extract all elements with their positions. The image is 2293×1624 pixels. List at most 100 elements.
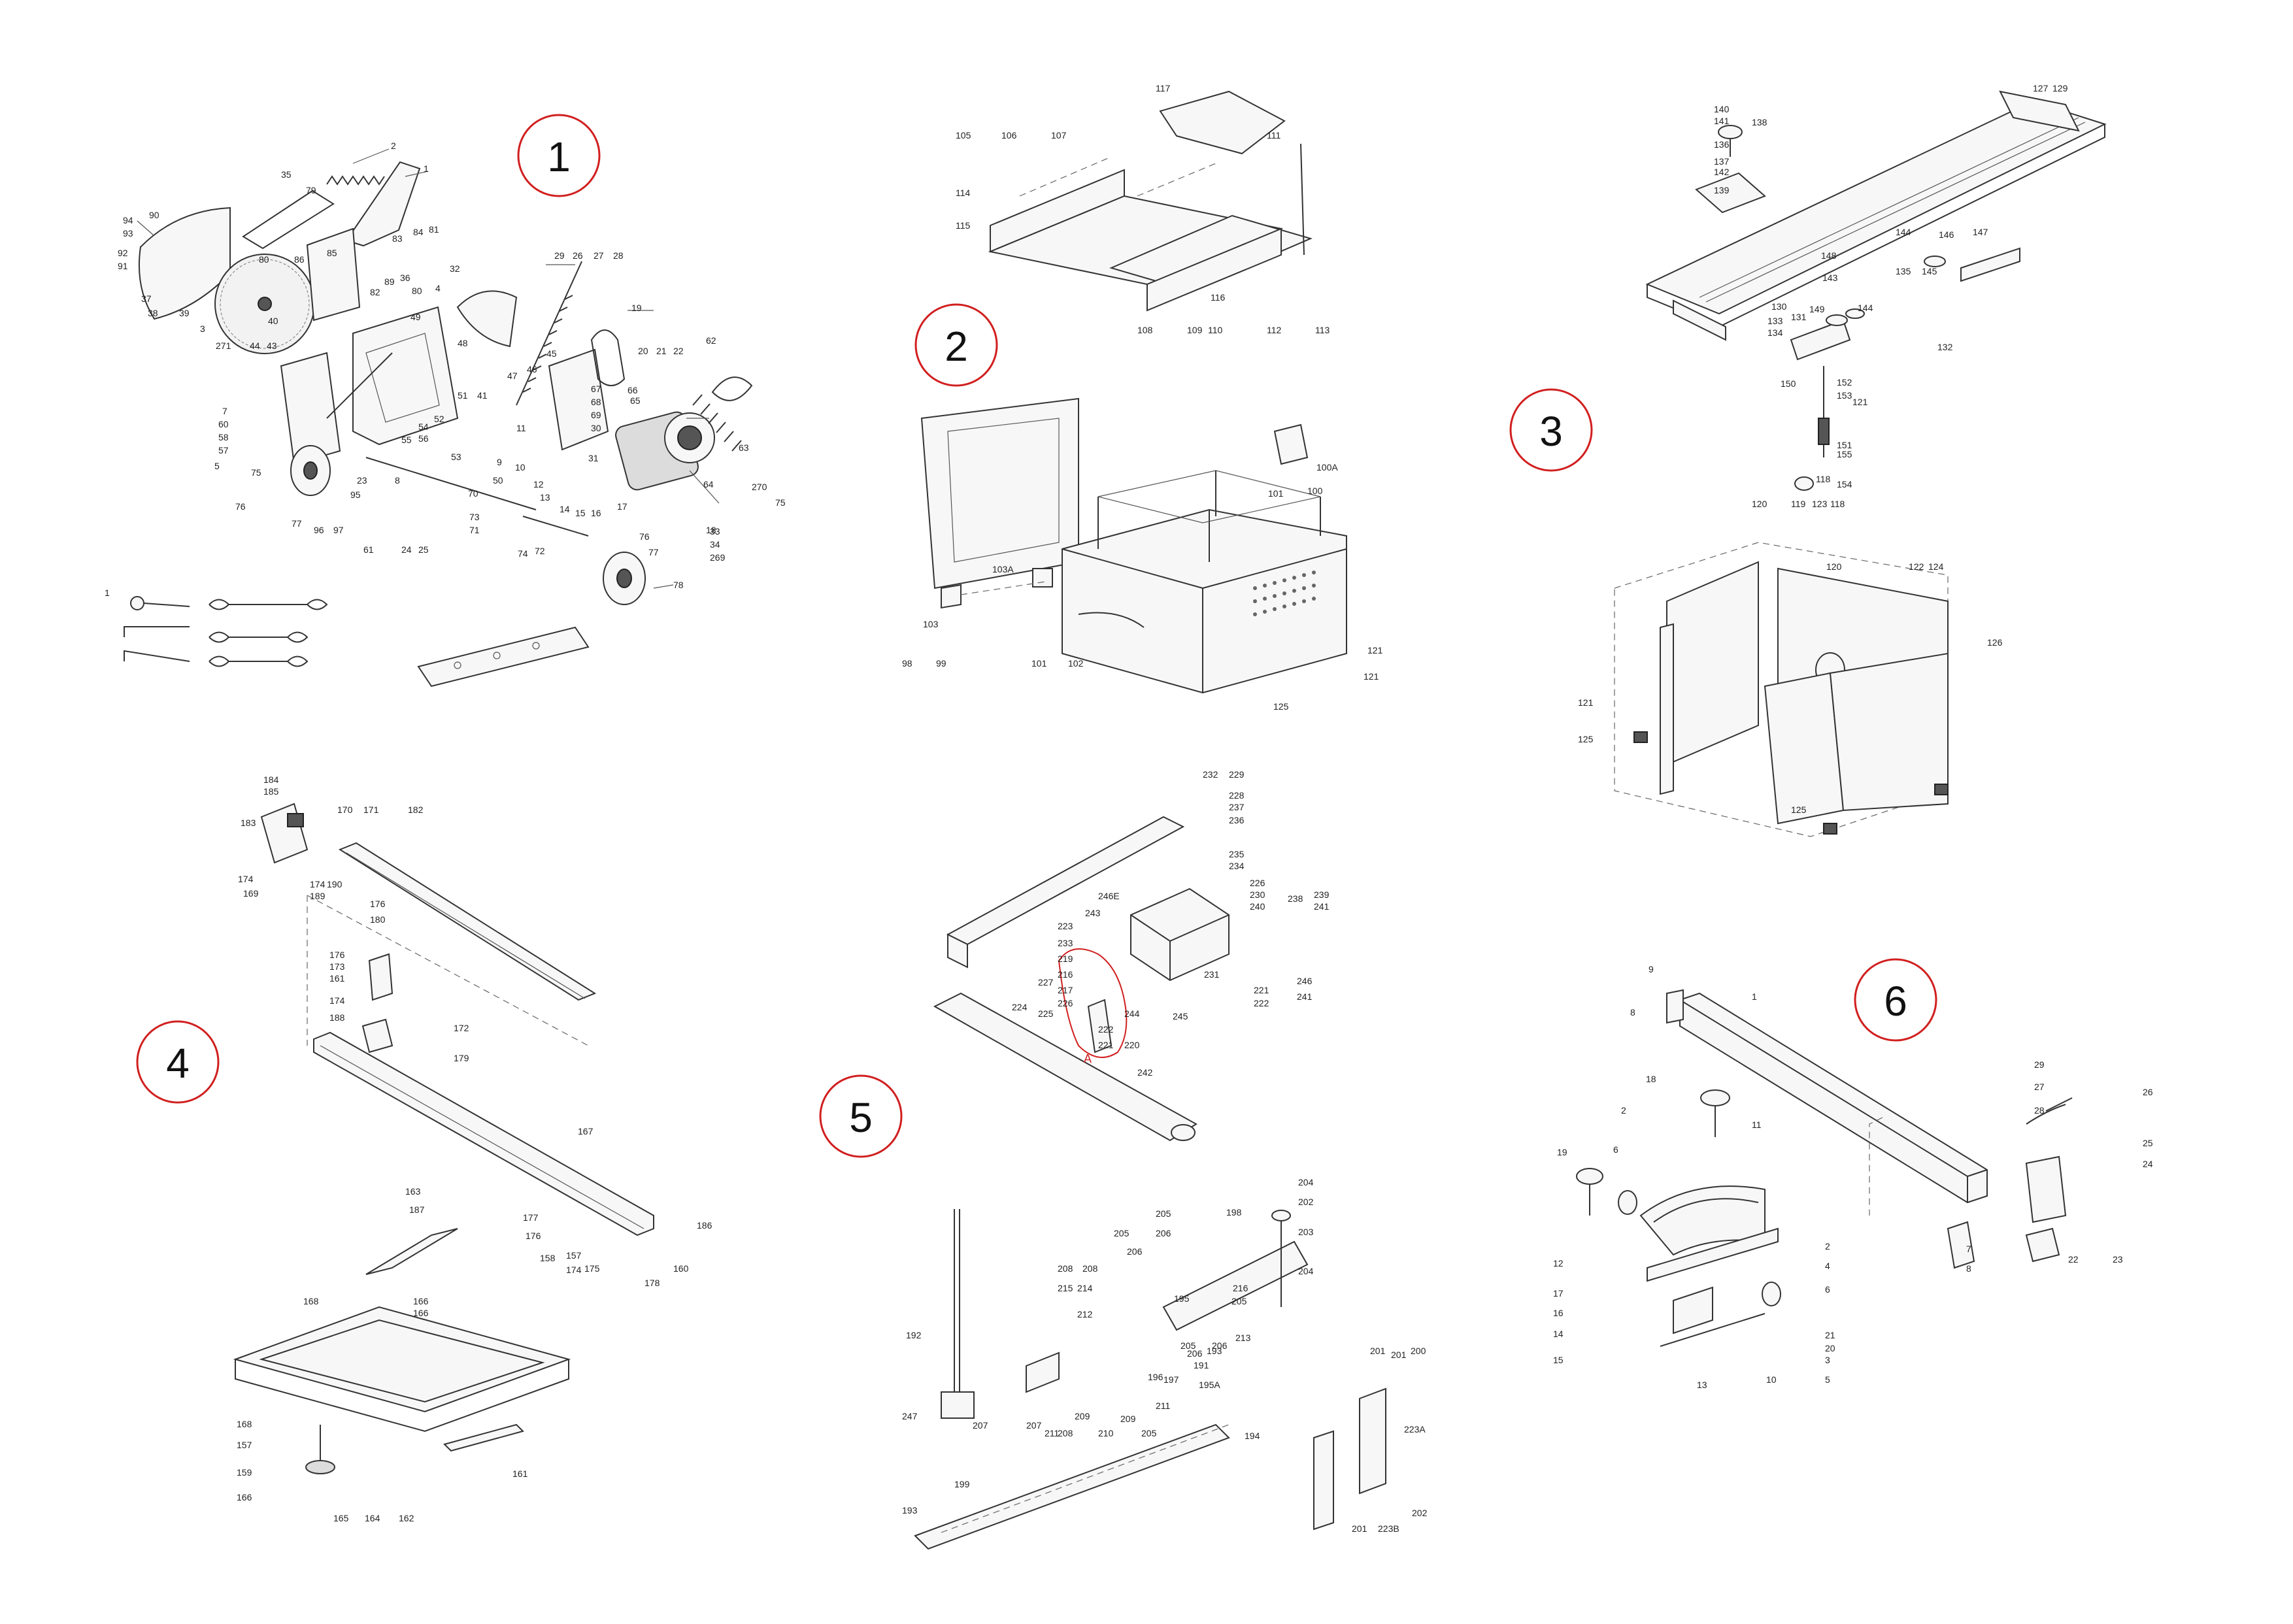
callout-label: 106 (1001, 130, 1017, 141)
hex-key (124, 626, 190, 637)
callout-label: 139 (1714, 185, 1730, 195)
callout-label: 167 (578, 1126, 594, 1136)
callout-label: 231 (1204, 969, 1220, 980)
callout-label: 23 (357, 475, 367, 486)
callout-label: 207 (973, 1420, 988, 1431)
callout-label: 199 (954, 1479, 970, 1489)
callout-label: 174 (566, 1265, 582, 1275)
callout-label: 24 (401, 544, 412, 555)
drive-belt (590, 329, 626, 386)
callout-label: 226 (1058, 998, 1073, 1008)
fence-rail (338, 842, 597, 1001)
callout-label: 4 (1825, 1261, 1830, 1271)
callout-label: 174 (310, 879, 326, 889)
callout-label: 233 (1058, 938, 1073, 948)
callout-label: 140 (1714, 104, 1730, 114)
callout-label: 97 (333, 525, 344, 535)
callout-label: 141 (1714, 116, 1730, 126)
callout-label: 25 (2143, 1138, 2153, 1148)
callout-label: 206 (1187, 1348, 1203, 1359)
callout-label: 39 (179, 308, 190, 318)
callout-label: 98 (902, 658, 912, 669)
callout-label: 130 (1771, 301, 1787, 312)
callout-label: 117 (1156, 83, 1171, 93)
callout-label: 228 (1229, 790, 1245, 801)
callout-label: 68 (591, 397, 601, 407)
callout-label: 195A (1199, 1380, 1220, 1390)
callout-label: 16 (591, 508, 601, 518)
callout-label: 118 (1816, 474, 1831, 484)
callout-label: 211 (1156, 1400, 1171, 1411)
callout-label: 2 (1621, 1105, 1626, 1116)
callout-label: 234 (1229, 861, 1245, 871)
callout-label: 230 (1250, 889, 1265, 900)
callout-label: 241 (1314, 901, 1330, 912)
section-2-marker-circle (914, 303, 998, 387)
callout-label: 173 (329, 961, 345, 972)
leveling-foot (305, 1460, 335, 1474)
callout-label: 222 (1098, 1024, 1114, 1035)
callout-label: 225 (1038, 1008, 1054, 1019)
callout-label: 208 (1082, 1263, 1098, 1274)
callout-label: 124 (1928, 561, 1944, 572)
callout-label: 148 (1821, 250, 1837, 261)
callout-label: 232 (1203, 769, 1218, 780)
callout-label: 13 (540, 492, 550, 503)
callout-label: 153 (1837, 390, 1852, 401)
callout-label: 2 (391, 141, 396, 151)
callout-label: 112 (1267, 325, 1282, 335)
callout-label: 118 (1830, 499, 1845, 509)
callout-label: 200 (1411, 1346, 1426, 1356)
callout-label: 18 (706, 525, 716, 535)
callout-label: 99 (936, 658, 946, 669)
callout-label: 207 (1026, 1420, 1042, 1431)
callout-label: 196 (1148, 1372, 1163, 1382)
callout-label: 134 (1767, 327, 1783, 338)
callout-label: 149 (1809, 304, 1825, 314)
callout-label: 202 (1412, 1508, 1428, 1518)
rail-end-bracket (260, 803, 309, 864)
callout-label: 111 (1267, 130, 1280, 141)
callout-label: 126 (1987, 637, 2003, 648)
callout-label: 145 (1922, 266, 1937, 276)
callout-label: 57 (218, 445, 229, 456)
callout-label: 227 (1038, 977, 1054, 987)
callout-label: 10 (515, 462, 526, 472)
callout-label: 15 (575, 508, 586, 518)
callout-label: 204 (1298, 1266, 1314, 1276)
callout-label: 78 (673, 580, 684, 590)
callout-label: 132 (1937, 342, 1953, 352)
callout-label: 22 (2068, 1254, 2079, 1265)
carriage-block (1130, 887, 1230, 982)
shaft (365, 457, 537, 510)
callout-label: 121 (1367, 645, 1383, 655)
callout-label: 189 (310, 891, 326, 901)
callout-label: 214 (1077, 1283, 1093, 1293)
callout-label: 66 (628, 385, 638, 395)
knob (1718, 125, 1743, 139)
callout-label: 54 (418, 422, 429, 432)
rear-bracket (2025, 1155, 2067, 1223)
callout-label: 7 (222, 406, 227, 416)
callout-label: 221 (1098, 1040, 1114, 1050)
section-1-marker-circle (517, 114, 601, 197)
section-3-number: 3 (1539, 408, 1563, 455)
callout-label: 245 (1173, 1011, 1188, 1021)
callout-label: 238 (1288, 893, 1303, 904)
callout-label: 32 (450, 263, 460, 274)
callout-label: 90 (149, 210, 159, 220)
upper-casting (306, 227, 361, 322)
callout-label: 161 (329, 973, 345, 984)
callout-label: 50 (493, 475, 503, 486)
callout-label: 226 (1250, 878, 1265, 888)
callout-label: 8 (1630, 1007, 1635, 1018)
callout-label: 190 (327, 879, 343, 889)
callout-label: 174 (238, 874, 254, 884)
callout-label: 171 (363, 804, 379, 815)
miter-slot (1699, 117, 2079, 298)
switch-box (1273, 423, 1309, 465)
callout-label: 60 (218, 419, 229, 429)
section-6-miter-gauge-and-fence: 6 9 8 1 18 2 11 19 6 (1553, 958, 2153, 1390)
callout-label: 162 (399, 1513, 414, 1523)
trunnion-bracket (280, 352, 341, 465)
